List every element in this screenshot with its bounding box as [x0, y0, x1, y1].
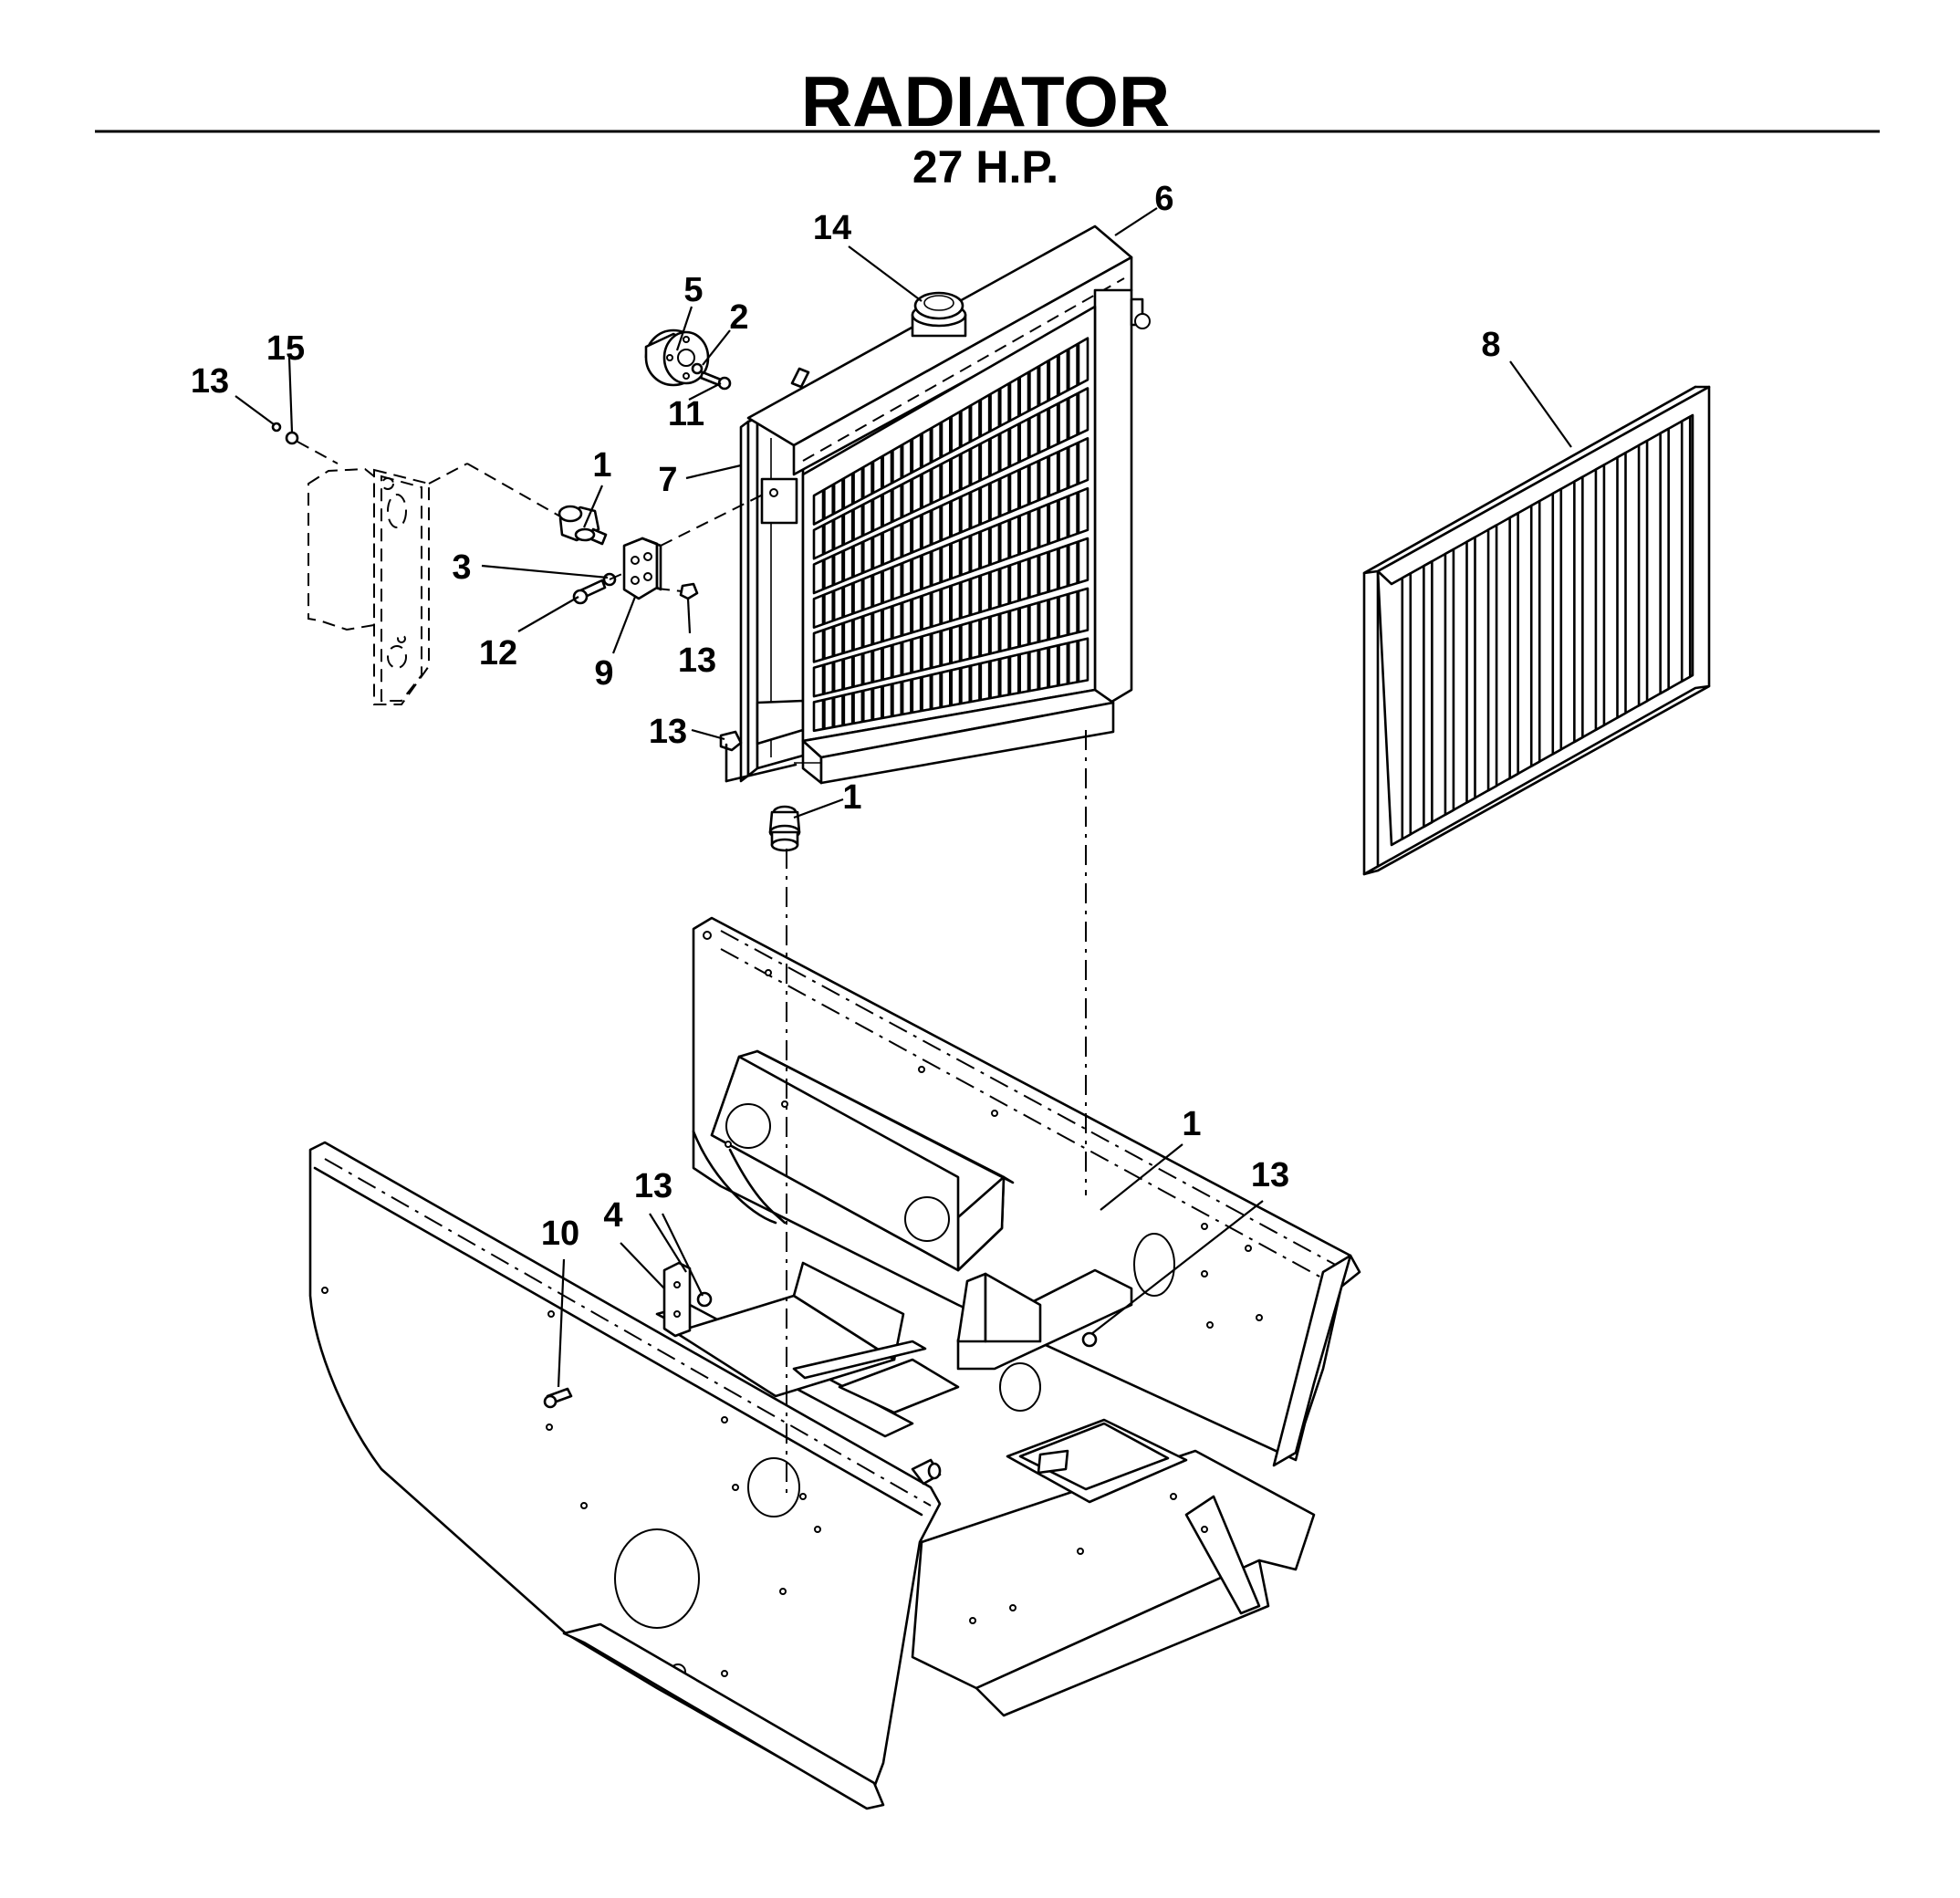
callout-3: 3 — [452, 548, 471, 587]
page-subtitle: 27 H.P. — [912, 141, 1058, 193]
callout-13-frame-right: 13 — [1251, 1156, 1289, 1194]
grille-bar — [1616, 451, 1627, 719]
callout-2: 2 — [729, 298, 748, 337]
grille-bar — [1551, 487, 1563, 756]
callout-13-upper-left: 13 — [191, 362, 229, 401]
callout-13-lower: 13 — [649, 713, 687, 751]
callout-11: 11 — [668, 395, 704, 433]
callout-1-upper: 1 — [592, 446, 611, 485]
callout-10: 10 — [541, 1215, 579, 1253]
part-9-angle-bracket — [622, 537, 662, 600]
callout-12: 12 — [479, 634, 517, 673]
grille-bar — [1401, 572, 1413, 840]
alignment-lines — [297, 441, 1087, 1496]
grille-bar — [1529, 499, 1541, 767]
mounting-plate-left — [308, 467, 430, 705]
callout-7: 7 — [658, 461, 677, 499]
callout-9: 9 — [594, 654, 613, 693]
radiator-core-fins — [812, 337, 1089, 733]
part-5-flange — [644, 328, 710, 387]
callout-8: 8 — [1481, 326, 1500, 364]
part-13-nut-bracket — [679, 582, 699, 600]
chassis-frame — [308, 916, 1361, 1810]
callout-4: 4 — [603, 1196, 622, 1235]
grille-bar — [1594, 464, 1606, 732]
callout-6: 6 — [1154, 180, 1173, 218]
part-12-bolt — [572, 579, 607, 605]
callout-13-frame-left: 13 — [634, 1167, 672, 1205]
part-13-nut-upper-left — [271, 422, 282, 433]
leader-lines — [235, 207, 1572, 1388]
callout-15: 15 — [266, 329, 305, 368]
part-13-nut-lower — [719, 730, 743, 752]
callout-1-frame: 1 — [1182, 1105, 1201, 1143]
grille-bar — [1465, 536, 1476, 804]
grille-bar — [1423, 559, 1434, 829]
grille-bar — [1486, 524, 1498, 792]
part-1-isolator-upper — [558, 505, 608, 546]
grille-bar — [1680, 415, 1692, 683]
callout-1-lower: 1 — [842, 778, 861, 817]
grille-bar — [1659, 427, 1670, 695]
callout-13-bracket: 13 — [678, 641, 716, 680]
part-1-isolator-lower — [768, 805, 801, 852]
callout-labels: 14 6 5 2 11 15 13 1 7 3 12 9 13 13 1 8 1… — [191, 180, 1501, 1253]
callout-5: 5 — [683, 271, 703, 309]
grille-bar — [1508, 512, 1519, 780]
part-15-washer — [285, 431, 299, 445]
grille-bar — [1637, 439, 1649, 707]
grille-bar — [1444, 548, 1455, 817]
callout-14: 14 — [813, 209, 851, 247]
grille-bars — [1401, 415, 1692, 840]
grille-bar — [1573, 475, 1584, 744]
page-title: RADIATOR — [801, 61, 1170, 141]
